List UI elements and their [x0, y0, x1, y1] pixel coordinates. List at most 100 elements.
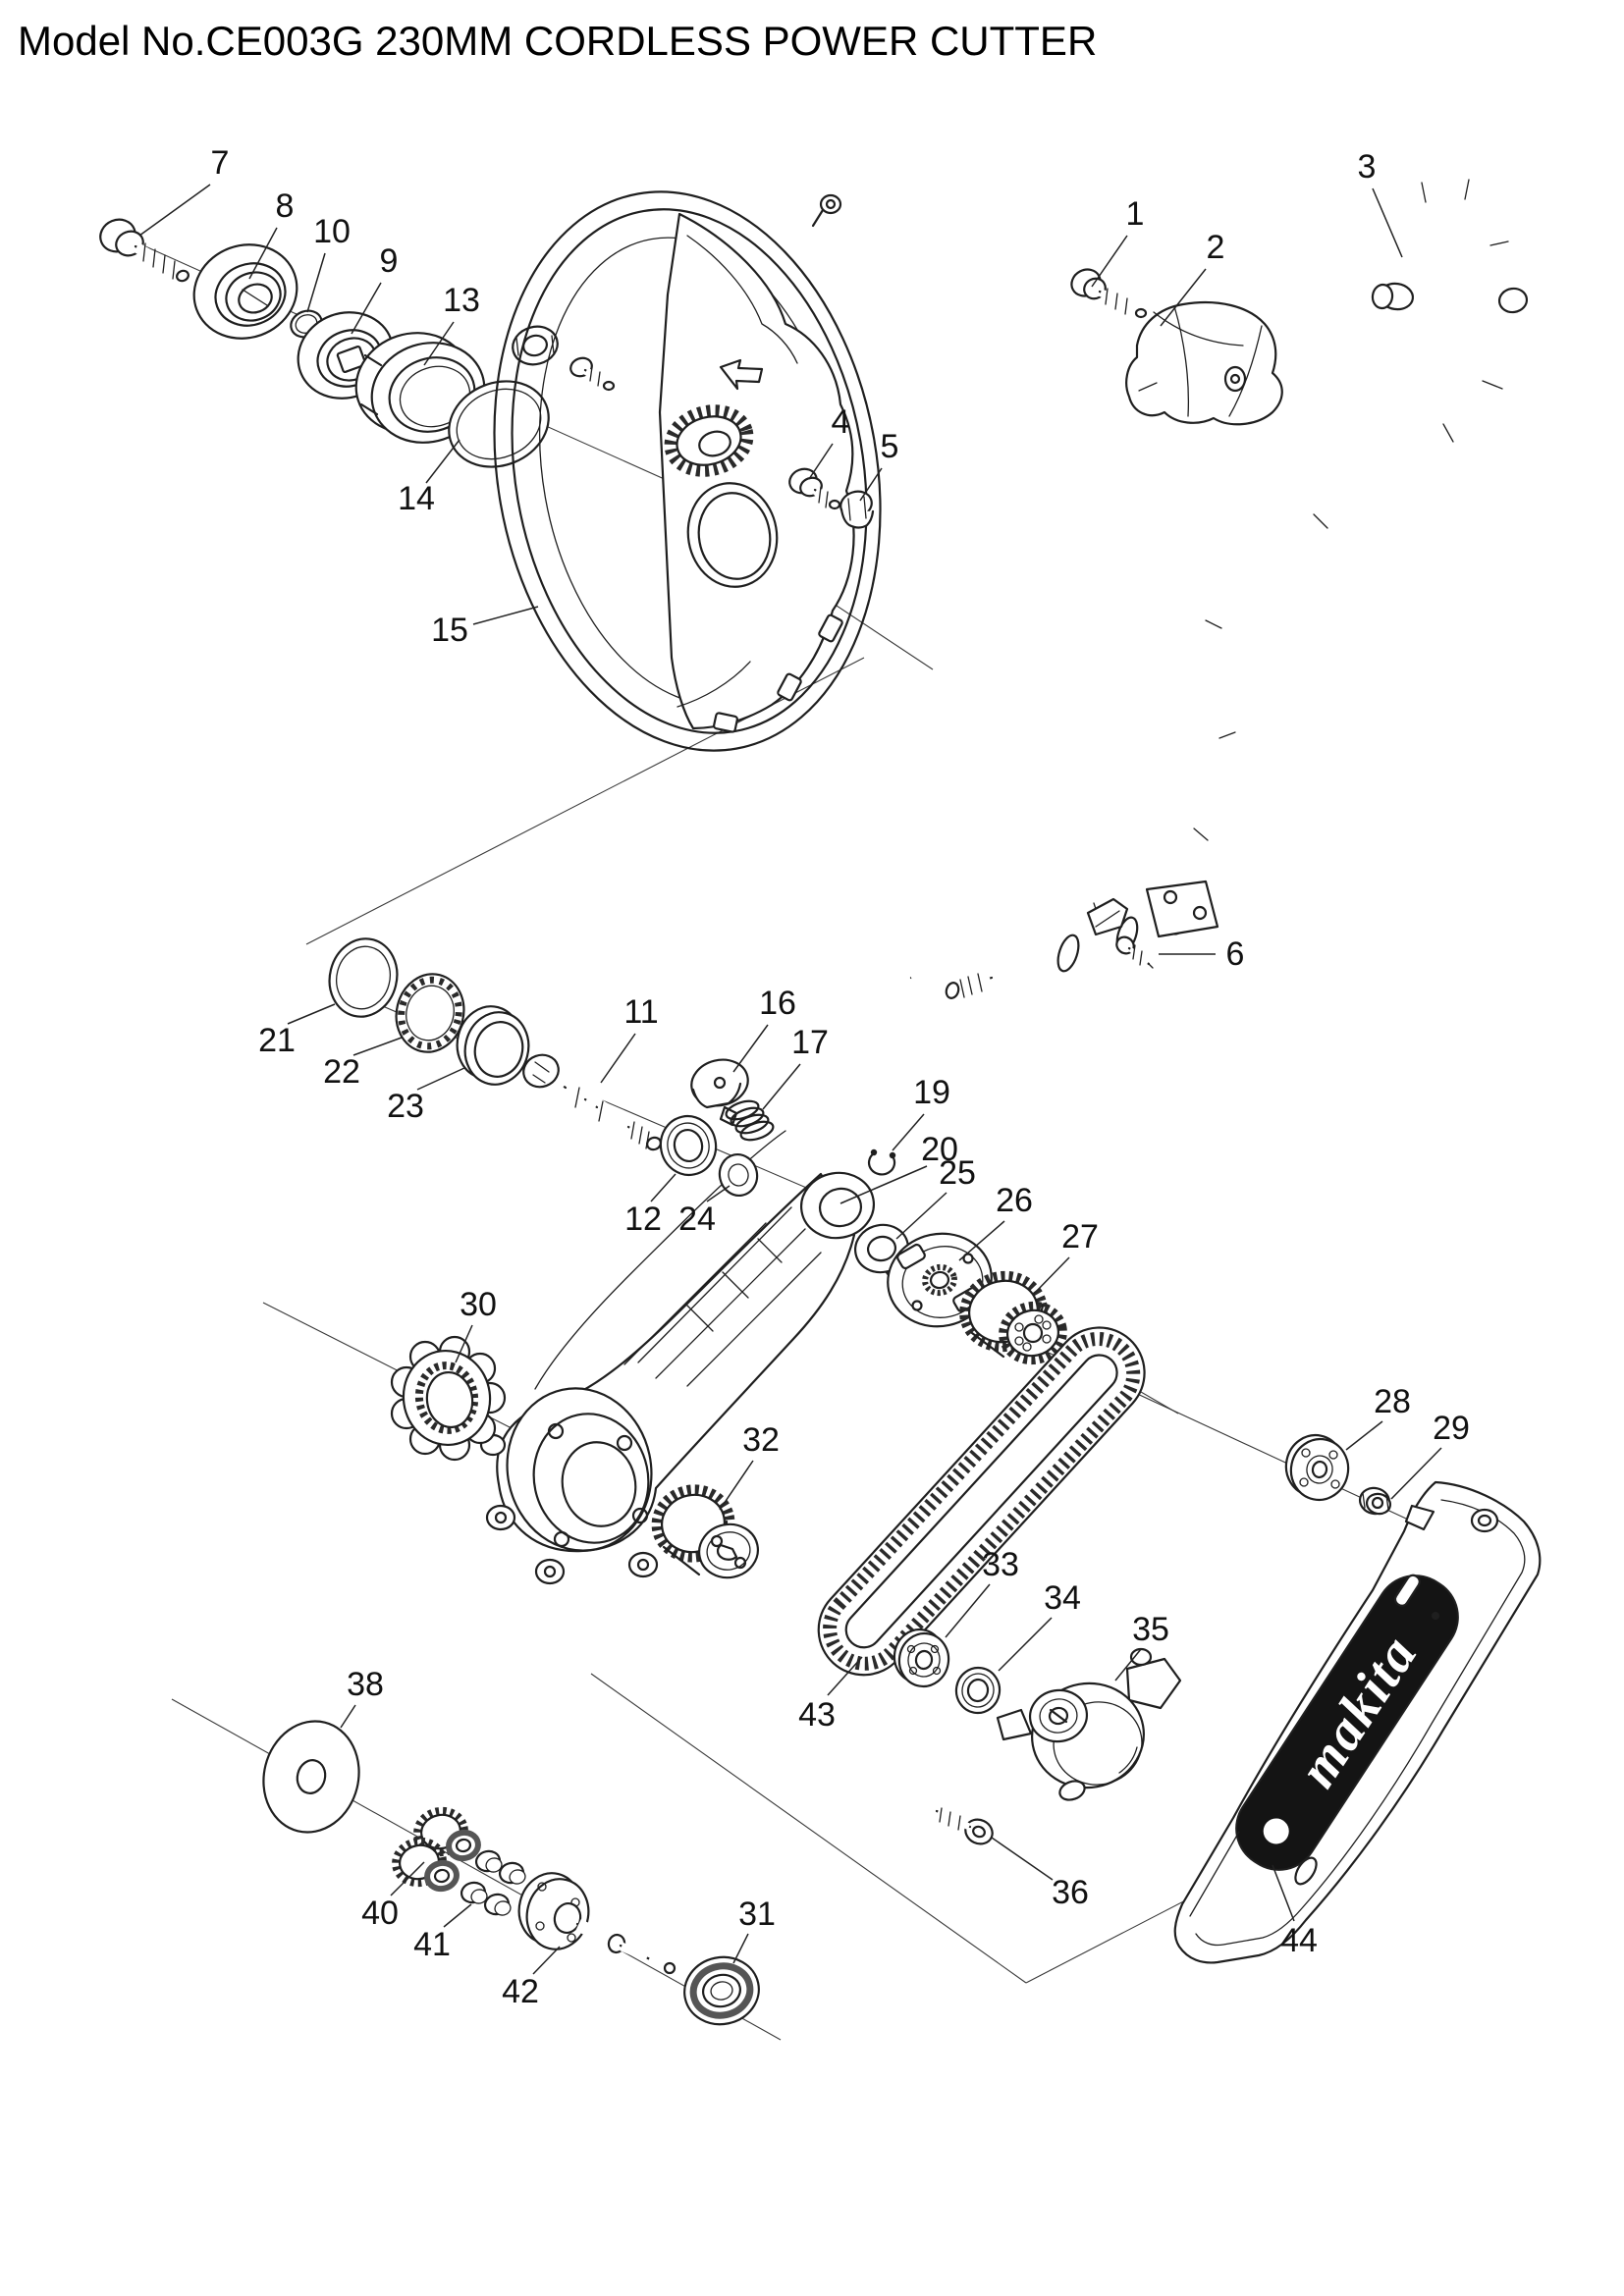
callout-13-ring-nut: 13 [423, 282, 480, 366]
callout-42-flanged-shaft: 42 [502, 1946, 561, 2010]
part-30-star-flange [390, 1335, 507, 1462]
part-number-7: 7 [211, 144, 230, 182]
callout-36-hex-socket-bolt: 36 [991, 1837, 1089, 1911]
part-number-6: 6 [1226, 935, 1245, 973]
callout-14-o-ring: 14 [398, 439, 460, 517]
callout-25-washer: 25 [895, 1154, 976, 1240]
callout-41-roller-set: 41 [413, 1903, 472, 1963]
leader-line-8 [248, 227, 278, 280]
part-29-hex-nut [1358, 1486, 1392, 1516]
leader-line-1 [1091, 235, 1128, 288]
leader-line-19 [892, 1113, 925, 1151]
callout-43-timing-belt: 43 [798, 1656, 863, 1734]
hose-valve-assembly [945, 880, 1219, 999]
part-38-washer [262, 1720, 360, 1834]
callout-31-rear-bearing: 31 [732, 1896, 776, 1964]
leader-line-44 [1272, 1864, 1295, 1922]
leader-line-20 [839, 1165, 928, 1204]
callout-11-spindle: 11 [600, 993, 659, 1084]
callout-10-ring: 10 [306, 213, 351, 313]
leader-line-15 [472, 606, 539, 625]
callout-40-gear-bearing-set: 40 [361, 1861, 425, 1932]
part-number-3: 3 [1358, 148, 1377, 186]
leader-line-35 [1114, 1648, 1142, 1682]
leader-line-14 [425, 439, 460, 484]
callout-17-spring: 17 [762, 1024, 829, 1110]
leader-line-3 [1372, 187, 1403, 258]
part-number-26: 26 [996, 1182, 1033, 1219]
leader-line-13 [423, 321, 455, 366]
callout-23-sleeve-ring: 23 [387, 1067, 465, 1125]
part-number-12: 12 [624, 1201, 662, 1238]
leader-line-22 [352, 1037, 403, 1056]
part-number-16: 16 [759, 985, 796, 1022]
part-number-19: 19 [913, 1074, 950, 1111]
part-43-timing-belt [817, 1326, 1146, 1677]
part-33-pulley-flange [893, 1628, 950, 1688]
part-number-33: 33 [982, 1546, 1019, 1583]
part-number-28: 28 [1374, 1383, 1411, 1420]
part-number-22: 22 [323, 1053, 360, 1091]
part-number-2: 2 [1207, 229, 1225, 266]
guard-clamp-hardware [512, 325, 616, 392]
axis-line-3 [305, 657, 865, 945]
part-42-flanged-shaft [517, 1872, 677, 1975]
part-24-oil-seal [718, 1152, 759, 1198]
part-number-8: 8 [276, 187, 295, 225]
callout-24-oil-seal: 24 [678, 1185, 731, 1238]
leader-line-26 [958, 1220, 1005, 1261]
part-number-23: 23 [387, 1088, 424, 1125]
part-28-cover-plate [1284, 1433, 1350, 1502]
part-1-screw [1070, 268, 1148, 319]
part-21-ring [328, 937, 399, 1018]
callout-1-pan-head-screw: 1 [1091, 195, 1145, 288]
part-number-35: 35 [1132, 1611, 1169, 1648]
callout-15-blade-guard: 15 [431, 606, 539, 649]
part-number-20: 20 [921, 1131, 958, 1168]
callout-4-clamp-screw: 4 [808, 403, 849, 480]
leader-line-23 [416, 1067, 465, 1091]
leader-line-7 [138, 184, 211, 237]
part-32-pulley [651, 1484, 759, 1579]
part-number-13: 13 [443, 282, 480, 319]
part-number-17: 17 [791, 1024, 829, 1061]
part-number-30: 30 [460, 1286, 497, 1323]
part-12-bearing [659, 1114, 718, 1177]
part-8-outer-flange [192, 243, 298, 340]
leader-line-41 [443, 1903, 472, 1928]
part-number-32: 32 [742, 1421, 780, 1459]
part-3-water-hose [908, 179, 1529, 983]
leader-line-17 [762, 1063, 801, 1110]
part-40-gear-set [392, 1806, 481, 1893]
part-number-34: 34 [1044, 1579, 1081, 1617]
leader-line-36 [991, 1837, 1054, 1881]
part-number-24: 24 [678, 1201, 716, 1238]
leader-line-30 [455, 1324, 473, 1363]
callout-29-hex-nut: 29 [1390, 1410, 1470, 1500]
part-number-41: 41 [413, 1926, 451, 1963]
leader-line-11 [600, 1033, 636, 1084]
part-number-14: 14 [398, 480, 435, 517]
part-number-21: 21 [258, 1022, 296, 1059]
leader-line-43 [827, 1656, 863, 1696]
axis-line-9 [590, 1673, 1027, 1984]
leader-line-16 [732, 1024, 769, 1073]
part-number-44: 44 [1280, 1922, 1318, 1959]
callout-12-ball-bearing: 12 [624, 1173, 677, 1238]
part-6-screw [1115, 935, 1154, 969]
part-number-15: 15 [431, 612, 468, 649]
callout-30-star-flange: 30 [455, 1286, 497, 1363]
part-4-clamp-screw [788, 467, 841, 510]
callout-5-cap-nut: 5 [859, 428, 898, 502]
leader-line-21 [287, 1003, 336, 1025]
callout-7-flange-bolt: 7 [138, 144, 230, 237]
part-number-1: 1 [1126, 195, 1145, 233]
leader-line-32 [719, 1460, 754, 1511]
part-number-36: 36 [1052, 1874, 1089, 1911]
leader-line-12 [650, 1173, 677, 1202]
leader-line-24 [706, 1185, 731, 1202]
callout-34-tension-bearing: 34 [998, 1579, 1081, 1672]
callout-20-arm-pivot: 20 [839, 1131, 958, 1204]
part-15-blade-guard [493, 190, 882, 752]
callout-26-clutch-drum: 26 [958, 1182, 1033, 1261]
